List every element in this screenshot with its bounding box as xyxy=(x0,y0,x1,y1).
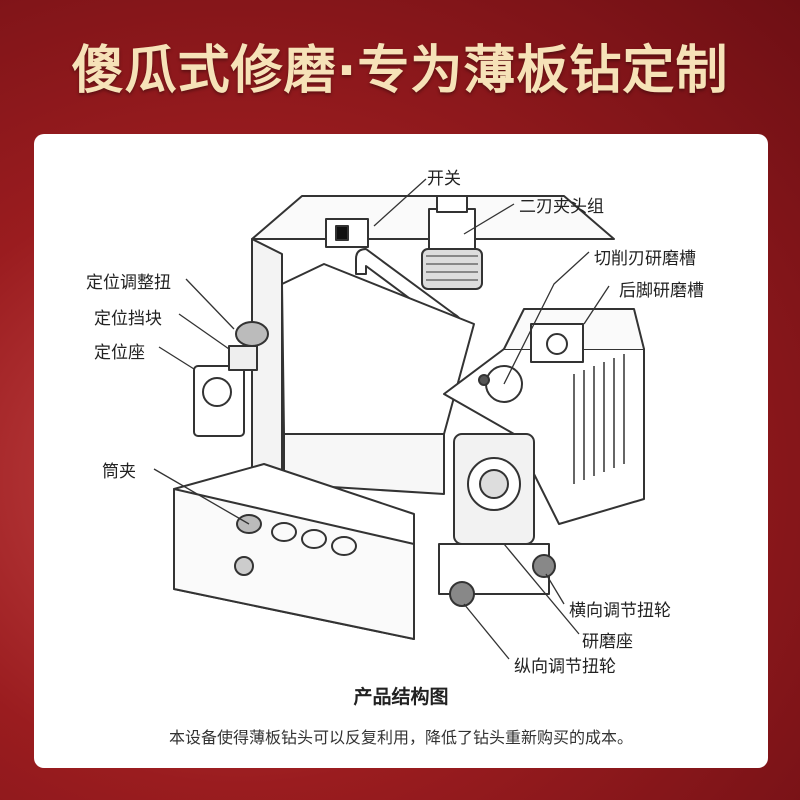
label-horizontal-wheel: 横向调节扭轮 xyxy=(569,601,671,621)
front-cover xyxy=(281,263,475,435)
label-cutting-edge-groove: 切削刃研磨槽 xyxy=(594,249,696,269)
headline: 傻瓜式修磨·专为薄板钻定制 xyxy=(71,41,729,101)
label-switch: 开关 xyxy=(427,169,461,189)
label-rear-leg-groove: 后脚研磨槽 xyxy=(619,281,704,301)
caption-body: 本设备使得薄板钻头可以反复利用，降低了钻头重新购买的成本。 xyxy=(168,728,633,747)
caption-title: 产品结构图 xyxy=(353,686,449,708)
grinding-seat-icon xyxy=(438,433,550,595)
vertical-wheel-icon xyxy=(449,581,475,607)
positioning-seat-icon xyxy=(193,365,245,437)
label-grinding-seat: 研磨座 xyxy=(582,632,633,652)
drawer xyxy=(173,463,415,640)
machine-diagram xyxy=(153,178,645,660)
label-vertical-wheel: 纵向调节扭轮 xyxy=(514,657,616,677)
label-positioning-seat: 定位座 xyxy=(94,343,145,363)
two-edge-chuck-icon xyxy=(421,195,483,290)
rear-leg-groove-slot xyxy=(530,323,584,363)
label-two-edge-chuck: 二刃夹头组 xyxy=(519,197,604,217)
diagram-card: 开关 二刃夹头组 切削刃研磨槽 后脚研磨槽 定位调整扭 定位挡块 定位座 筒夹 … xyxy=(34,134,768,768)
label-positioning-block: 定位挡块 xyxy=(94,309,162,329)
label-collet: 筒夹 xyxy=(102,462,136,482)
positioning-knob-icon xyxy=(235,321,269,347)
positioning-block-icon xyxy=(228,345,258,371)
label-positioning-knob: 定位调整扭 xyxy=(86,273,171,293)
horizontal-wheel-icon xyxy=(532,554,556,578)
